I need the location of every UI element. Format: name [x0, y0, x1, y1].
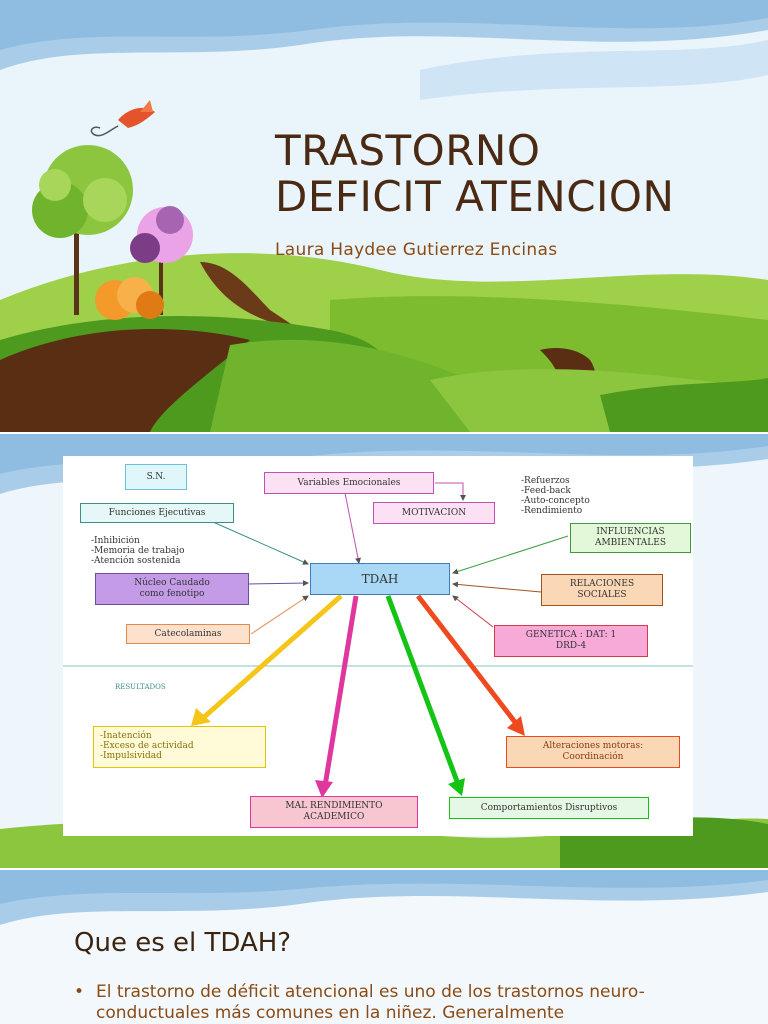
motivacion-box: MOTIVACION	[373, 502, 495, 524]
slide-title: TRASTORNO DEFICIT ATENCION	[275, 128, 755, 220]
author-name: Laura Haydee Gutierrez Encinas	[275, 240, 558, 260]
diagram-slide[interactable]: S.N. Variables Emocionales MOTIVACION -R…	[0, 434, 768, 868]
genetica-box: GENETICA : DAT: 1 DRD-4	[494, 625, 648, 657]
alteraciones-motoras-box: Alteraciones motoras: Coordinación	[506, 736, 680, 768]
inatencion-box: -Inatención -Exceso de actividad -Impuls…	[93, 726, 266, 768]
inhibicion-list: -Inhibición -Memoria de trabajo -Atenció…	[91, 536, 185, 566]
tdah-box: TDAH	[310, 563, 450, 595]
sn-box: S.N.	[125, 464, 187, 490]
relaciones-sociales-box: RELACIONES SOCIALES	[541, 574, 663, 606]
title-line-1: TRASTORNO	[275, 126, 541, 175]
tdah-diagram: S.N. Variables Emocionales MOTIVACION -R…	[63, 456, 693, 836]
mal-rendimiento-box: MAL RENDIMIENTO ACADEMICO	[250, 796, 418, 828]
nucleo-caudado-box: Núcleo Caudado como fenotipo	[95, 573, 249, 605]
slide-background	[0, 870, 768, 925]
diagram-connectors	[63, 482, 693, 798]
funciones-ejecutivas-box: Funciones Ejecutivas	[80, 503, 234, 523]
definition-slide[interactable]: Que es el TDAH? • El trastorno de défici…	[0, 870, 768, 1024]
refuerzos-list: -Refuerzos -Feed-back -Auto-concepto -Re…	[521, 476, 590, 516]
resultados-label: RESULTADOS	[115, 683, 166, 691]
bullet-symbol: •	[74, 982, 85, 1002]
bullet-text: El trastorno de déficit atencional es un…	[96, 982, 645, 1023]
title-line-2: DEFICIT ATENCION	[275, 172, 675, 221]
title-slide[interactable]: TRASTORNO DEFICIT ATENCION Laura Haydee …	[0, 0, 768, 432]
landscape-background	[0, 0, 768, 432]
influencias-ambientales-box: INFLUENCIAS AMBIENTALES	[570, 523, 691, 553]
bullet-item: • El trastorno de déficit atencional es …	[74, 982, 694, 1024]
comportamientos-disruptivos-box: Comportamientos Disruptivos	[449, 797, 649, 819]
catecolaminas-box: Catecolaminas	[126, 624, 250, 644]
variables-emocionales-box: Variables Emocionales	[264, 472, 434, 494]
section-heading: Que es el TDAH?	[74, 928, 292, 958]
